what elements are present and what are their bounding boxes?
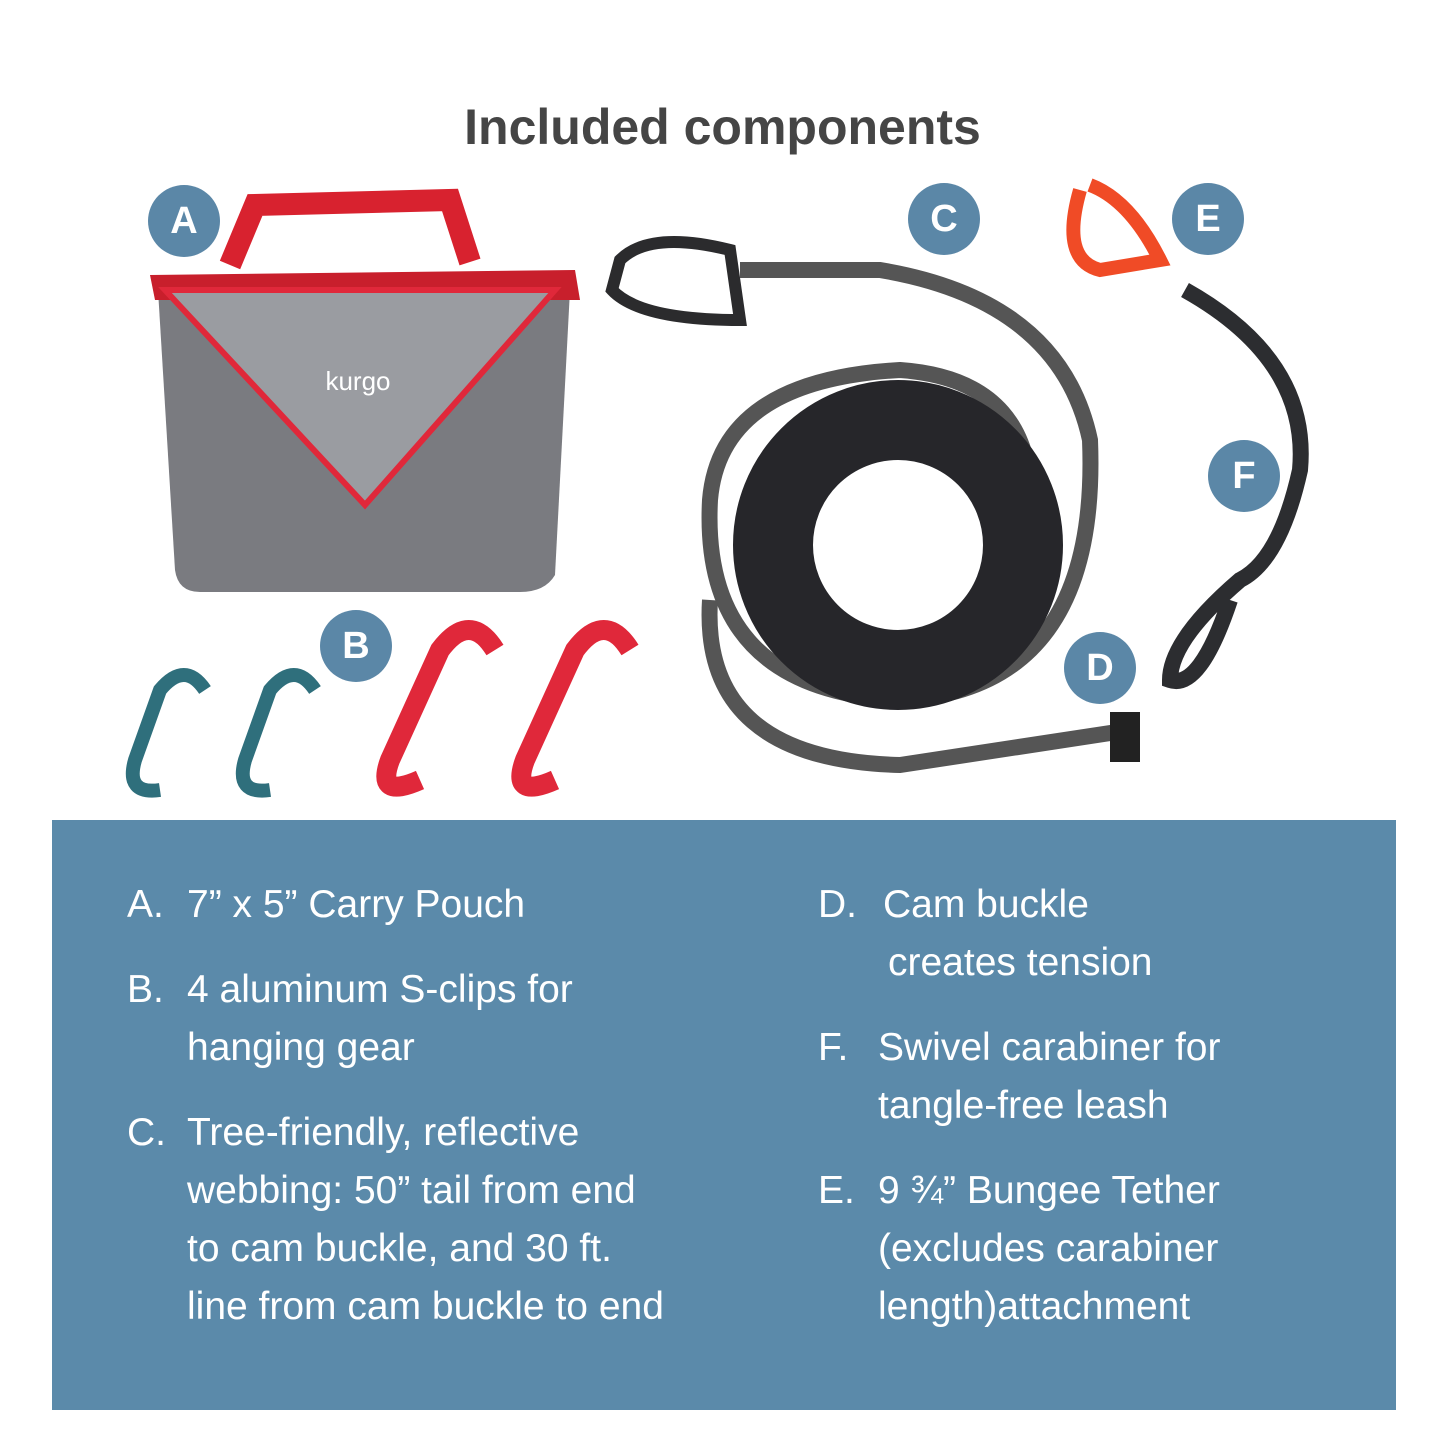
item-line: Swivel carabiner for	[878, 1026, 1221, 1069]
badge-f: F	[1208, 440, 1280, 512]
badge-c: C	[908, 183, 980, 255]
components-description-panel	[52, 820, 1396, 1410]
s-clips-image	[125, 620, 639, 798]
item-a: A. 7” x 5” Carry Pouch	[127, 876, 525, 934]
item-letter: F.	[818, 1026, 849, 1069]
item-line: length)attachment	[878, 1285, 1191, 1328]
item-line: 4 aluminum S-clips for	[187, 968, 573, 1011]
badge-a: A	[148, 185, 220, 257]
item-line: Tree-friendly, reflective	[187, 1111, 580, 1154]
badge-b: B	[320, 610, 392, 682]
item-line: hanging gear	[187, 1026, 415, 1069]
item-line: 9 ¾” Bungee Tether	[878, 1169, 1220, 1212]
item-line: line from cam buckle to end	[187, 1285, 664, 1328]
item-letter: C.	[127, 1111, 166, 1154]
page-title: Included components	[464, 99, 981, 155]
bungee-tether-image	[1066, 178, 1309, 689]
item-letter: D.	[818, 883, 857, 926]
item-line: (excludes carabiner	[878, 1227, 1219, 1270]
item-c: C. Tree-friendly, reflective webbing: 50…	[127, 1104, 664, 1336]
kurgo-logo: kurgo	[325, 366, 390, 396]
item-line: creates tension	[888, 941, 1153, 984]
item-line: to cam buckle, and 30 ft.	[187, 1227, 612, 1270]
item-f: F. Swivel carabiner for tangle-free leas…	[818, 1019, 1220, 1135]
item-letter: A.	[127, 883, 164, 926]
item-b: B. 4 aluminum S-clips for hanging gear	[127, 961, 573, 1077]
carry-pouch-image: kurgo	[150, 188, 580, 592]
product-illustration: kurgo	[125, 178, 1309, 798]
item-letter: E.	[818, 1169, 855, 1212]
item-line: webbing: 50” tail from end	[187, 1169, 636, 1212]
item-line: tangle-free leash	[878, 1084, 1169, 1127]
item-line: Cam buckle	[883, 883, 1089, 926]
item-line: 7” x 5” Carry Pouch	[187, 883, 526, 926]
badge-d: D	[1064, 632, 1136, 704]
item-letter: B.	[127, 968, 164, 1011]
badge-e: E	[1172, 183, 1244, 255]
item-e: E. 9 ¾” Bungee Tether (excludes carabine…	[818, 1162, 1220, 1336]
webbing-coil-image	[605, 236, 1140, 774]
item-d: D. Cam buckle creates tension	[818, 876, 1153, 992]
